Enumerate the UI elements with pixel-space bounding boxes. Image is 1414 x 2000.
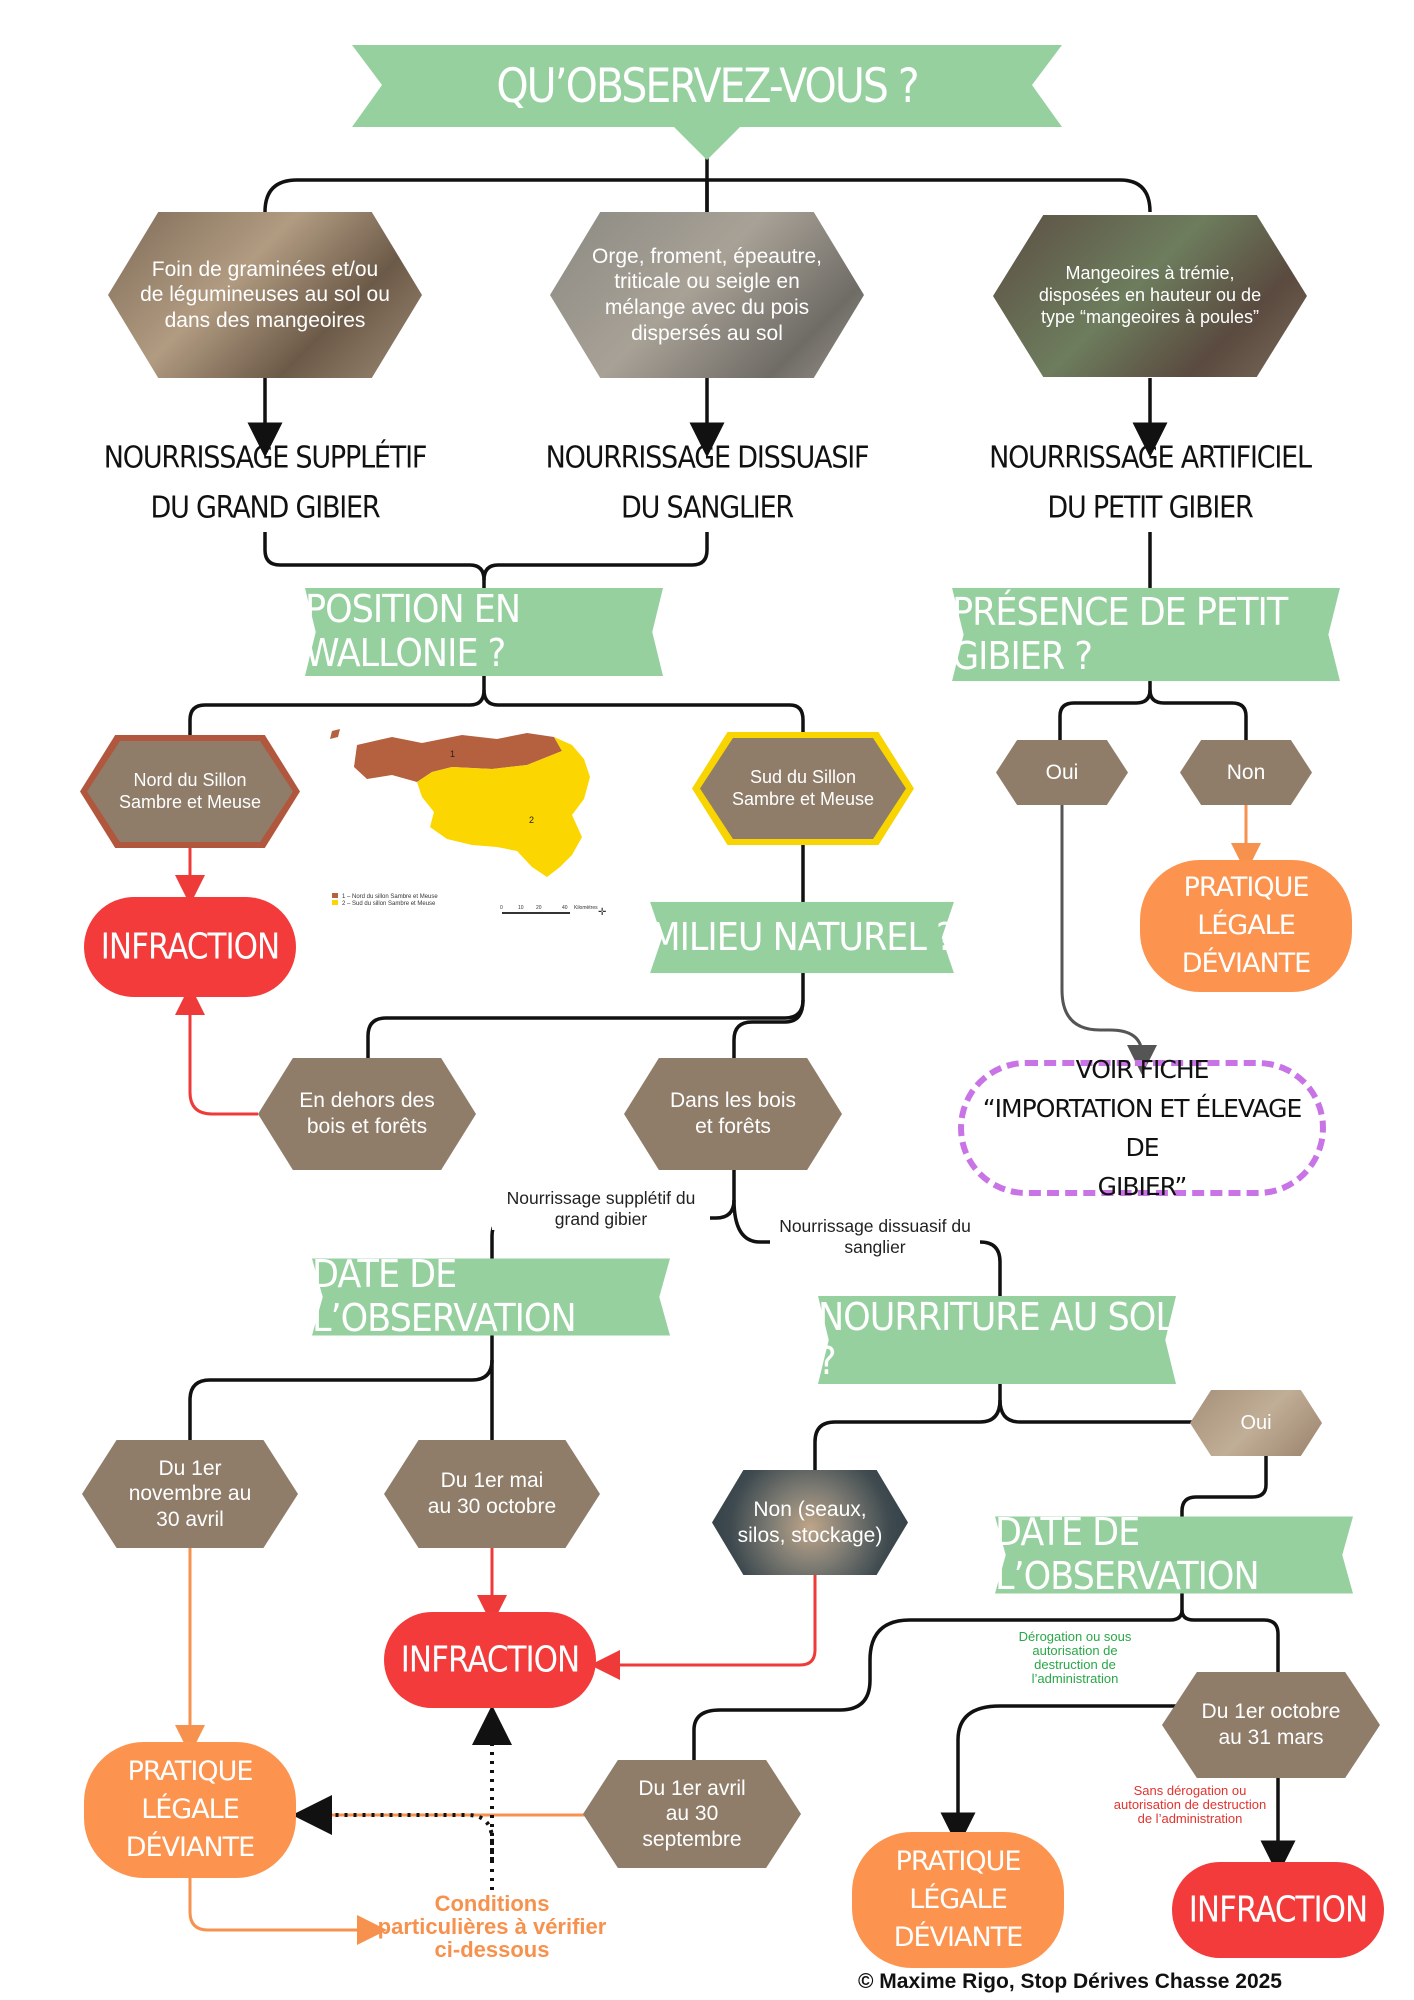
hex-nord: Nord du Sillon Sambre et Meuse [87, 741, 293, 842]
conditions-note: Conditions particulières à vérifier ci-d… [377, 1891, 607, 1962]
hex-mangeoires-text: Mangeoires à trémie, disposées en hauteu… [1038, 263, 1262, 327]
outcome-pratique-2: PRATIQUE LÉGALE DÉVIANTE [84, 1742, 296, 1878]
label-derogation: Dérogation ou sous autorisation de destr… [1018, 1629, 1132, 1686]
hex-hors-bois: En dehors des bois et forêts [258, 1058, 476, 1170]
hex-mangeoires: Mangeoires à trémie, disposées en hauteu… [993, 215, 1307, 377]
label-nourrissage-dissuasif: Nourrissage dissuasif du sanglier [770, 1216, 980, 1258]
title-banner: QU’OBSERVEZ-VOUS ? [352, 45, 1062, 160]
svg-text:20: 20 [536, 905, 542, 911]
credit: © Maxime Rigo, Stop Dérives Chasse 2025 [858, 1970, 1282, 1993]
question-date-right: DATE DE L’OBSERVATION [995, 1516, 1353, 1594]
hex-orge: Orge, froment, épeautre, triticale ou se… [550, 212, 864, 378]
category-petit-gibier: NOURRISSAGE ARTIFICIEL DU PETIT GIBIER [989, 440, 1312, 526]
hex-non: Non [1180, 740, 1312, 805]
question-nourriture: NOURRITURE AU SOL ? [818, 1296, 1176, 1384]
label-sans-derogation: Sans dérogation ou autorisation de destr… [1113, 1783, 1267, 1826]
hex-avril-sept: Du 1er avril au 30 septembre [583, 1760, 801, 1868]
category-sanglier: NOURRISSAGE DISSUASIF DU SANGLIER [545, 440, 870, 526]
hex-orge-text: Orge, froment, épeautre, triticale ou se… [592, 244, 822, 345]
svg-text:10: 10 [518, 905, 524, 911]
outcome-pratique-1: PRATIQUE LÉGALE DÉVIANTE [1140, 860, 1352, 992]
hex-oui-sol: Oui [1190, 1390, 1322, 1456]
map-zone-sud [417, 737, 590, 877]
hex-oct-mars: Du 1er octobre au 31 mars [1162, 1672, 1380, 1778]
hex-oui: Oui [996, 740, 1128, 805]
wallonia-map: 1 2 1 – Nord du sillon Sambre et Meuse 2… [322, 727, 622, 918]
outcome-infraction-2: INFRACTION [384, 1612, 596, 1708]
map-legend-1: 1 – Nord du sillon Sambre et Meuse [342, 894, 438, 900]
hex-foin: Foin de graminées et/ou de légumineuses … [108, 212, 422, 378]
hex-sud: Sud du Sillon Sambre et Meuse [700, 738, 906, 839]
outcome-infraction-3: INFRACTION [1172, 1862, 1384, 1958]
outcome-infraction-1: INFRACTION [84, 897, 296, 997]
map-zone2-label: 2 [529, 815, 534, 825]
svg-text:40: 40 [562, 905, 568, 911]
outcome-pratique-3: PRATIQUE LÉGALE DÉVIANTE [852, 1832, 1064, 1968]
hex-nov-avril: Du 1er novembre au 30 avril [82, 1440, 298, 1548]
hex-mai-oct: Du 1er mai au 30 octobre [384, 1440, 600, 1548]
map-zone1-label: 1 [450, 749, 455, 759]
hex-foin-text: Foin de graminées et/ou de légumineuses … [140, 257, 390, 332]
hex-non-sol: Non (seaux, silos, stockage) [712, 1470, 908, 1575]
map-zone-nord [330, 729, 562, 782]
page-title: QU’OBSERVEZ-VOUS ? [496, 58, 919, 114]
svg-text:0: 0 [500, 905, 503, 911]
label-nourrissage-suppletif: Nourrissage supplétif du grand gibier [492, 1188, 710, 1230]
question-date-left: DATE DE L’OBSERVATION [312, 1258, 670, 1336]
category-grand-gibier: NOURRISSAGE SUPPLÉTIF DU GRAND GIBIER [103, 440, 428, 526]
question-milieu: MILIEU NATUREL ? [650, 901, 954, 974]
north-arrow-icon: ✛ [598, 907, 606, 917]
question-presence: PRÉSENCE DE PETIT GIBIER ? [952, 587, 1340, 682]
map-legend-2: 2 – Sud du sillon Sambre et Meuse [342, 901, 436, 907]
outcome-voir-fiche: VOIR FICHE “IMPORTATION ET ÉLEVAGE DE GI… [958, 1055, 1326, 1201]
hex-dans-bois: Dans les bois et forêts [624, 1058, 842, 1170]
svg-text:Kilomètres: Kilomètres [574, 905, 598, 911]
question-position: POSITION EN WALLONIE ? [305, 588, 663, 676]
